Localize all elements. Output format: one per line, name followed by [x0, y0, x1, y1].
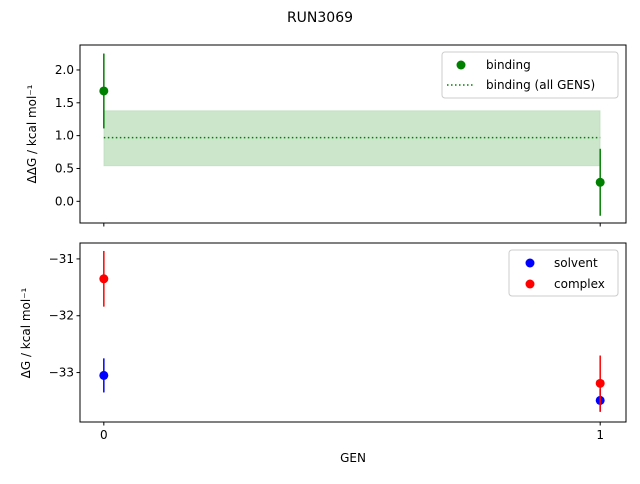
- bottom-xlabel: GEN: [340, 451, 366, 465]
- x-tick-label: 0: [100, 428, 108, 442]
- y-tick-label: −33: [49, 366, 74, 380]
- legend-label-binding: binding: [486, 58, 531, 72]
- y-tick-label: 0.5: [55, 161, 74, 175]
- bottom-ylabel: ΔG / kcal mol⁻¹: [19, 287, 33, 378]
- axes-frame: [79, 242, 627, 423]
- legend-marker-complex: [525, 279, 535, 289]
- legend-marker-binding: [456, 60, 466, 70]
- y-tick-label: 2.0: [55, 63, 74, 77]
- legend-label-solvent: solvent: [554, 256, 598, 270]
- x-tick-label: 1: [596, 428, 604, 442]
- legend-marker-solvent: [525, 258, 535, 268]
- legend-label-complex: complex: [554, 277, 605, 291]
- suptitle: RUN3069: [287, 10, 353, 26]
- y-tick-label: 0.0: [55, 194, 74, 208]
- y-tick-label: −32: [49, 309, 74, 323]
- axes-frame: [79, 44, 627, 224]
- top-legend: binding binding (all GENS): [441, 51, 619, 99]
- legend-label-binding-all: binding (all GENS): [486, 78, 595, 92]
- data-point-binding: [595, 177, 605, 187]
- y-tick-label: 1.0: [55, 129, 74, 143]
- top-ylabel: ΔΔG / kcal mol⁻¹: [25, 84, 39, 183]
- data-point-complex: [99, 274, 109, 284]
- y-tick-label: 1.5: [55, 96, 74, 110]
- y-tick-label: −31: [49, 252, 74, 266]
- data-point-complex: [595, 378, 605, 388]
- bottom-legend: solvent complex: [508, 249, 619, 297]
- data-point-binding: [99, 86, 109, 96]
- data-point-solvent: [99, 370, 109, 380]
- bottom-axes: −31 −32 −33 0 1: [49, 242, 627, 442]
- top-axes: 0.0 0.5 1.0 1.5 2.0: [55, 44, 627, 227]
